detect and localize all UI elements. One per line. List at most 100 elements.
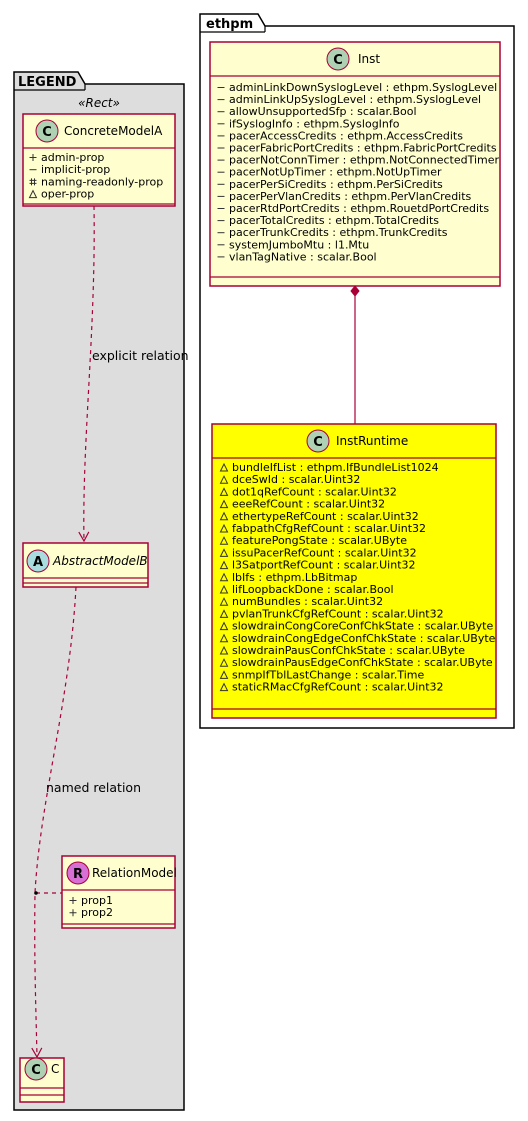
attribute-row: featurePongState : scalar.UByte xyxy=(232,534,407,547)
public-visibility-icon xyxy=(29,154,37,161)
class-inst-runtime[interactable]: C InstRuntime bundleIfList : ethpm.IfBun… xyxy=(211,423,497,719)
class-c[interactable]: C C xyxy=(19,1057,65,1103)
package-visibility-icon xyxy=(219,499,229,509)
class-runtime-attributes: bundleIfList : ethpm.IfBundleList1024dce… xyxy=(219,461,496,694)
class-c-name: C xyxy=(51,1062,59,1076)
attribute-row: snmpIfTblLastChange : scalar.Time xyxy=(232,668,424,681)
attribute-row: ethertypeRefCount : scalar.Uint32 xyxy=(232,510,419,523)
attribute-row: pacerPerSiCredits : ethpm.PerSiCredits xyxy=(229,178,443,191)
class-concrete-circle-letter: C xyxy=(42,125,52,140)
abstract-a-icon xyxy=(26,549,50,573)
class-inst-circle-letter: C xyxy=(333,53,343,68)
attribute-row: staticRMacCfgRefCount : scalar.Uint32 xyxy=(232,681,444,694)
package-visibility-icon xyxy=(219,670,229,679)
attribute-row: vlanTagNative : scalar.Bool xyxy=(229,250,377,263)
attribute-row: pacerFabricPortCredits : ethpm.FabricPor… xyxy=(229,142,497,155)
attribute-row: slowdrainCongEdgeConfChkState : scalar.U… xyxy=(232,632,496,645)
package-visibility-icon xyxy=(219,523,229,533)
package-visibility-icon xyxy=(219,682,229,692)
explicit-relation-edge: explicit relation xyxy=(78,205,189,543)
attribute-row: pacerTotalCredits : ethpm.TotalCredits xyxy=(229,214,439,227)
package-visibility-icon xyxy=(219,609,229,618)
attribute-row: pacerRtdPortCredits : ethpm.RouetdPortCr… xyxy=(229,202,489,215)
attribute-row: slowdrainPausEdgeConfChkState : scalar.U… xyxy=(232,656,493,669)
package-ethpm-title: ethpm xyxy=(206,17,253,32)
package-visibility-icon xyxy=(219,487,229,496)
attribute-row: implicit-prop xyxy=(41,163,110,176)
class-abstract-circle-letter: A xyxy=(33,555,43,570)
class-abstract-name: AbstractModelB xyxy=(52,554,148,568)
class-relation-name: RelationModel xyxy=(92,866,177,880)
attribute-row: pacerNotUpTimer : ethpm.NotUpTimer xyxy=(229,166,442,179)
attribute-row: pvlanTrunkCfgRefCount : scalar.Uint32 xyxy=(232,607,444,620)
attribute-row: prop2 xyxy=(81,906,113,919)
attribute-row: pacerAccessCredits : ethpm.AccessCredits xyxy=(229,129,463,142)
class-abstract-model-b[interactable]: A AbstractModelB xyxy=(22,542,149,588)
attribute-row: slowdrainCongCoreConfChkState : scalar.U… xyxy=(232,620,493,633)
attribute-row: systemJumboMtu : l1.Mtu xyxy=(229,238,369,251)
attribute-row: oper-prop xyxy=(41,188,94,201)
package-visibility-icon xyxy=(219,645,229,655)
package-visibility-icon xyxy=(219,548,229,557)
named-relation-label: named relation xyxy=(46,780,141,795)
package-visibility-icon xyxy=(219,572,229,582)
attribute-row: dceSwId : scalar.Uint32 xyxy=(232,473,360,486)
attribute-row: adminLinkDownSyslogLevel : ethpm.SyslogL… xyxy=(229,81,497,94)
package-visibility-icon xyxy=(219,633,229,643)
attribute-row: dot1qRefCount : scalar.Uint32 xyxy=(232,485,397,498)
public-visibility-icon xyxy=(69,909,77,917)
attribute-row: adminLinkUpSyslogLevel : ethpm.SyslogLev… xyxy=(229,93,481,106)
class-c-circle-letter: C xyxy=(31,1063,41,1078)
protected-visibility-icon xyxy=(29,178,37,186)
named-relation-edge: named relation xyxy=(31,586,141,1059)
class-runtime-circle-letter: C xyxy=(313,435,323,450)
class-inst[interactable]: C Inst adminLinkDownSyslogLevel : ethpm.… xyxy=(209,41,501,287)
class-inst-attributes: adminLinkDownSyslogLevel : ethpm.SyslogL… xyxy=(217,81,499,263)
package-visibility-icon xyxy=(219,475,229,484)
class-relation-circle-letter: R xyxy=(73,867,83,882)
package-visibility-icon xyxy=(28,189,38,199)
package-visibility-icon xyxy=(219,462,229,472)
package-visibility-icon xyxy=(219,658,229,667)
attribute-row: lifLoopbackDone : scalar.Bool xyxy=(232,583,394,596)
class-concrete-attributes: admin-propimplicit-propnaming-readonly-p… xyxy=(28,151,163,201)
attribute-row: lbIfs : ethpm.LbBitmap xyxy=(232,571,357,584)
attribute-row: eeeRefCount : scalar.Uint32 xyxy=(232,498,385,511)
attribute-row: pacerTrunkCredits : ethpm.TrunkCredits xyxy=(229,226,448,239)
public-visibility-icon xyxy=(69,897,77,904)
class-c-icon xyxy=(35,119,59,143)
attribute-row: admin-prop xyxy=(41,151,104,164)
package-visibility-icon xyxy=(219,536,229,545)
package-legend: LEGEND «Rect» xyxy=(13,71,185,1111)
package-visibility-icon xyxy=(219,597,229,606)
class-c-icon xyxy=(24,1057,48,1081)
package-visibility-icon xyxy=(219,621,229,631)
class-concrete-name: ConcreteModelA xyxy=(64,124,163,138)
package-legend-title: LEGEND xyxy=(18,75,77,90)
package-visibility-icon xyxy=(219,560,229,570)
composition-edge xyxy=(350,285,360,424)
class-runtime-name: InstRuntime xyxy=(336,434,408,448)
relation-r-icon xyxy=(66,861,90,885)
package-legend-stereotype: «Rect» xyxy=(78,96,120,110)
attribute-row: issuPacerRefCount : scalar.Uint32 xyxy=(232,546,417,559)
package-visibility-icon xyxy=(219,584,229,594)
attribute-row: ifSyslogInfo : ethpm.SyslogInfo xyxy=(229,117,400,130)
class-c-icon xyxy=(306,429,330,453)
attribute-row: prop1 xyxy=(81,894,113,907)
composition-diamond-icon xyxy=(350,285,360,297)
explicit-relation-label: explicit relation xyxy=(92,348,189,363)
class-concrete-model-a[interactable]: C ConcreteModelA admin-propimplicit-prop… xyxy=(22,113,176,207)
attribute-row: naming-readonly-prop xyxy=(41,175,163,188)
package-visibility-icon xyxy=(219,511,229,521)
attribute-row: fabpathCfgRefCount : scalar.Uint32 xyxy=(232,522,426,535)
attribute-row: slowdrainPausConfChkState : scalar.UByte xyxy=(232,644,465,657)
attribute-row: pacerNotConnTimer : ethpm.NotConnectedTi… xyxy=(229,154,499,167)
class-inst-name: Inst xyxy=(358,52,380,66)
attribute-row: allowUnsupportedSfp : scalar.Bool xyxy=(229,105,417,118)
class-c-icon xyxy=(326,47,350,71)
attribute-row: bundleIfList : ethpm.IfBundleList1024 xyxy=(232,461,439,474)
attribute-row: l3SatportRefCount : scalar.Uint32 xyxy=(232,559,416,572)
